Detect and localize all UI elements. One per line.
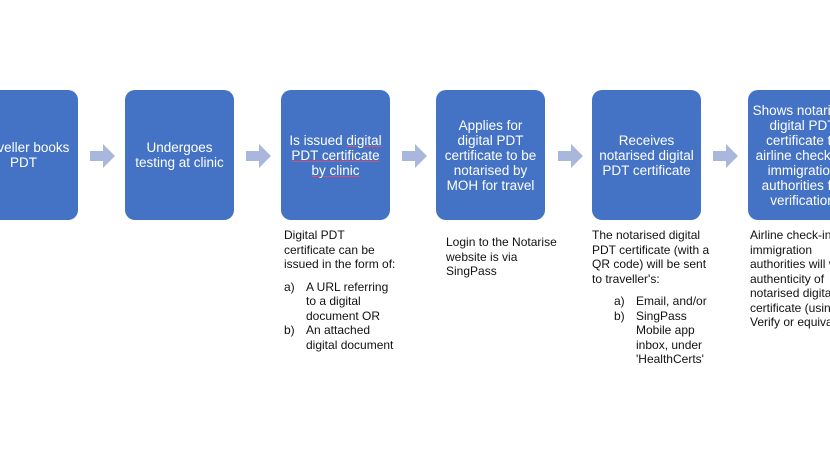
step-5-note-text: The notarised digital PDT certificate (w… [592, 228, 710, 286]
step-2-box: Undergoes testing at clinic [125, 90, 234, 220]
step-6-box: Shows notarised digital PDT certificate … [748, 90, 830, 220]
arrow-right-icon [713, 144, 738, 168]
step-3-note-text: Digital PDT certificate can be issued in… [284, 228, 396, 271]
step-6-label: Shows notarised digital PDT certificate … [752, 102, 830, 208]
arrow-right-icon [402, 144, 427, 168]
step-5-label: Receives notarised digital PDT certifica… [599, 132, 694, 178]
arrow-right-icon [246, 144, 271, 168]
step-6-note-text: Airline check-in/ immigration authoritie… [750, 228, 830, 329]
step-3-label-wrap: Is issued digital PDT certificate by cli… [285, 133, 386, 178]
step-6-note: Airline check-in/ immigration authoritie… [750, 228, 830, 330]
list-marker: b) [284, 323, 295, 337]
list-text: A URL referring to a digital document OR [306, 279, 389, 323]
list-marker: b) [614, 308, 625, 323]
step-4-note-text: Login to the Notarise website is via Sin… [446, 235, 557, 278]
step-5-box: Receives notarised digital PDT certifica… [592, 90, 701, 220]
step-3-box: Is issued digital PDT certificate by cli… [281, 90, 390, 220]
list-text: Email, and/or [636, 294, 707, 308]
list-item: b) An attached digital document [284, 323, 396, 352]
step-4-label: Applies for digital PDT certificate to b… [444, 117, 537, 193]
step-1-label: Traveller books PDT [0, 140, 70, 170]
step-3-note-list: a) A URL referring to a digital document … [284, 280, 396, 353]
arrow-right-icon [90, 144, 115, 168]
step-5-note-list: a) Email, and/or b) SingPass Mobile app in… [592, 294, 710, 367]
list-item: a) A URL referring to a digital document … [284, 280, 396, 324]
list-item: a) Email, and/or [614, 294, 710, 309]
arrow-right-icon [558, 144, 583, 168]
step-3-label-pre: Is issued [289, 132, 347, 148]
step-4-box: Applies for digital PDT certificate to b… [436, 90, 545, 220]
list-text: SingPass Mobile app inbox, under 'Health… [636, 308, 704, 367]
step-4-note: Login to the Notarise website is via Sin… [446, 235, 558, 279]
step-3-note: Digital PDT certificate can be issued in… [284, 228, 396, 352]
list-text: An attached digital document [306, 323, 394, 352]
step-3-label-underlined: digital PDT certificate by clinic [291, 132, 382, 178]
list-item: b) SingPass Mobile app inbox, under 'Heal… [614, 309, 710, 367]
list-marker: a) [284, 279, 295, 294]
step-2-label: Undergoes testing at clinic [135, 140, 224, 170]
step-1-box: Traveller books PDT [0, 90, 78, 220]
list-marker: a) [614, 294, 625, 308]
step-5-note: The notarised digital PDT certificate (w… [592, 228, 710, 367]
